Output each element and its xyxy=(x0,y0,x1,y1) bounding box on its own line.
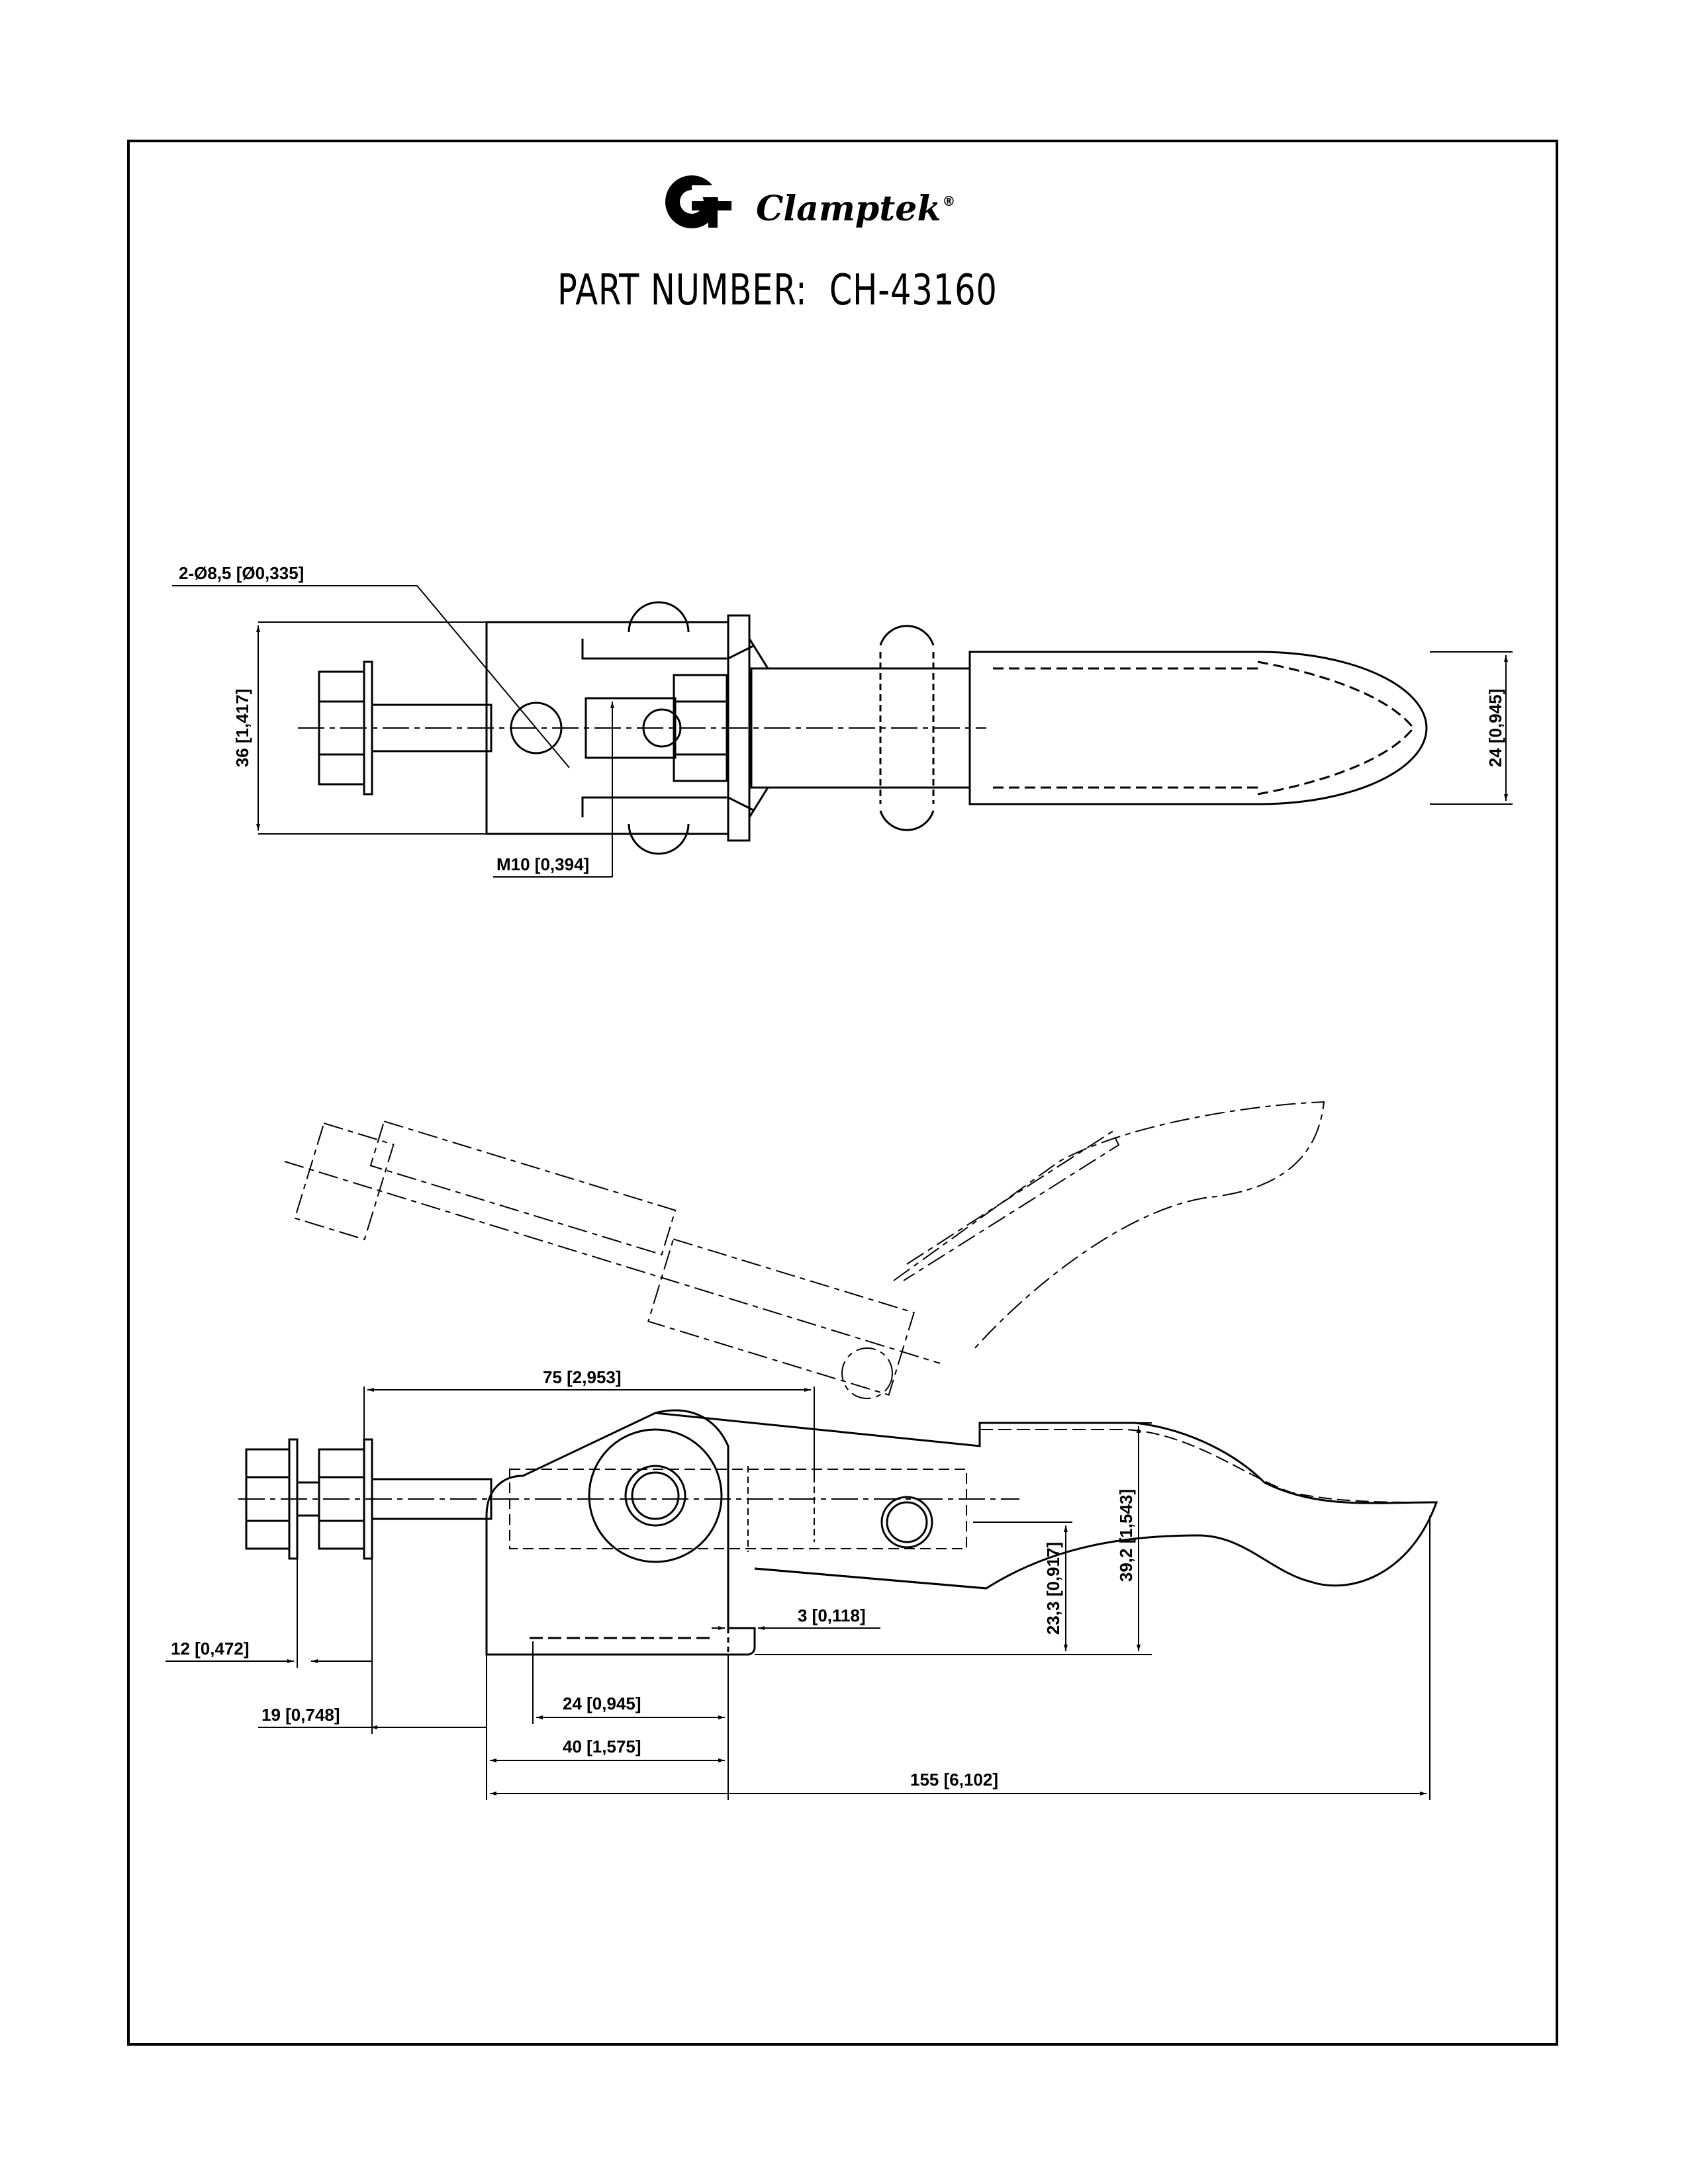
brand-logo: Clamptek® xyxy=(662,169,955,235)
top-nut xyxy=(673,674,728,782)
top-flange xyxy=(727,614,751,842)
side-view-labels: 75 [2,953] 12 [0,472] 19 [0,748] 3 [0,11… xyxy=(171,1367,1136,1790)
top-view xyxy=(298,601,1428,855)
clamptek-logo-icon xyxy=(665,175,731,228)
top-view-dimensions xyxy=(172,585,1513,878)
dim-base-thickness: 3 [0,118] xyxy=(798,1606,866,1625)
dim-overall-length: 155 [6,102] xyxy=(910,1770,998,1790)
link-pin xyxy=(880,1496,933,1549)
dim-hole-callout: 2-Ø8,5 [Ø0,335] xyxy=(179,563,304,583)
top-view-labels: 2-Ø8,5 [Ø0,335] 36 [1,417] 24 [0,945] M1… xyxy=(179,563,1505,874)
top-bolt-shaft xyxy=(371,704,492,752)
side-bolt-assembly xyxy=(245,1438,492,1560)
pivot-plate xyxy=(588,1428,723,1563)
dim-hole-spacing: 24 [0,945] xyxy=(563,1694,641,1713)
drawing-border xyxy=(127,140,1558,2046)
brand-name: Clamptek® xyxy=(756,188,956,229)
dim-handle-width: 24 [0,945] xyxy=(1485,689,1505,768)
side-body xyxy=(485,1409,756,1656)
dim-base-length: 40 [1,575] xyxy=(563,1737,641,1756)
dim-overall-height: 39,2 [1,543] xyxy=(1116,1489,1136,1582)
dim-thread: M10 [0,394] xyxy=(496,854,589,874)
side-view-dimensions xyxy=(165,1387,1430,1800)
top-mounting-hole xyxy=(510,702,563,754)
dim-stroke-length: 75 [2,953] xyxy=(543,1367,622,1387)
top-bolt-head xyxy=(318,660,373,796)
top-pin-lower xyxy=(628,823,690,855)
side-view xyxy=(238,1101,1438,1656)
phantom-open-position xyxy=(284,1101,1325,1399)
dim-bolt-offset: 19 [0,748] xyxy=(261,1705,340,1725)
pivot-pin xyxy=(624,1465,686,1527)
top-handle xyxy=(968,651,1428,805)
dim-plunger-extension: 12 [0,472] xyxy=(171,1639,250,1659)
part-number-title: PART NUMBER: CH-43160 xyxy=(557,266,998,315)
dim-axis-height: 23,3 [0,917] xyxy=(1043,1542,1063,1635)
dim-overall-width: 36 [1,417] xyxy=(232,689,252,768)
top-pin-upper xyxy=(628,601,690,633)
